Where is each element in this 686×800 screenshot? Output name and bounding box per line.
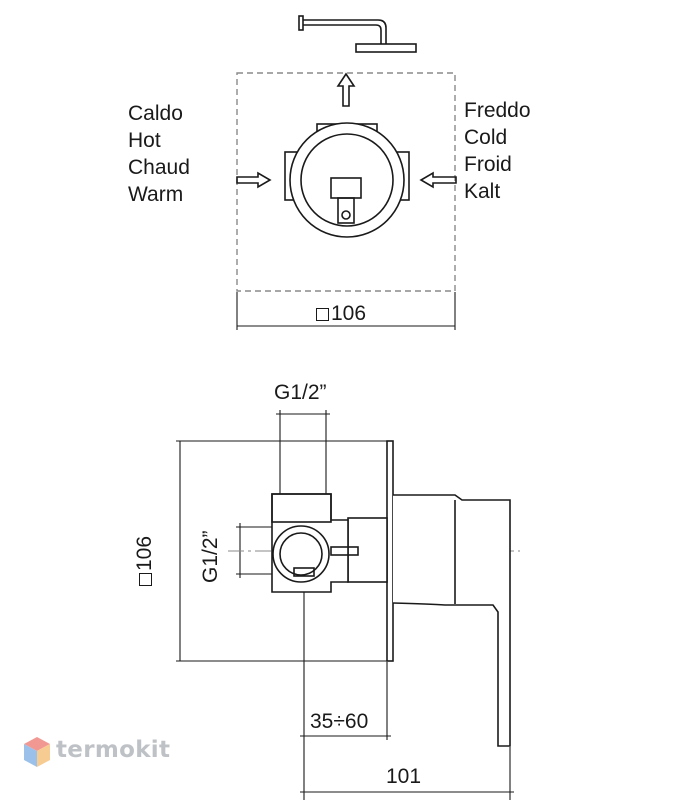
square-symbol-icon <box>139 573 152 586</box>
overall-depth-dimension <box>300 747 514 800</box>
hot-label-it: Caldo <box>128 102 183 125</box>
hot-label-fr: Chaud <box>128 156 190 179</box>
watermark-text: termokit <box>56 737 171 763</box>
cold-label-it: Freddo <box>464 99 531 122</box>
lever-handle <box>392 494 511 747</box>
side-thread-top-dimension <box>276 410 330 495</box>
front-width-label: 106 <box>316 302 366 326</box>
hot-label-de: Warm <box>128 183 184 206</box>
outlet-arrow-icon <box>336 72 356 107</box>
hot-side-label: Caldo Hot Chaud Warm <box>128 100 190 208</box>
shower-head-icon <box>298 15 417 53</box>
side-height-label: 106 <box>133 536 157 586</box>
wall-depth-label: 35÷60 <box>310 710 369 733</box>
side-thread-vertical-label: G1/2” <box>199 530 222 583</box>
cold-inlet-arrow-icon <box>419 171 457 189</box>
wall-depth-dimension <box>300 592 391 800</box>
watermark: termokit <box>22 737 170 763</box>
termokit-logo-icon <box>24 737 50 767</box>
front-width-dimension <box>236 292 456 330</box>
cold-side-label: Freddo Cold Froid Kalt <box>464 97 531 205</box>
hot-inlet-arrow-icon <box>236 171 272 189</box>
overall-depth-label: 101 <box>386 765 422 788</box>
side-height-dimension <box>176 440 388 662</box>
valve-body-front <box>284 122 410 238</box>
cold-label-fr: Froid <box>464 153 512 176</box>
valve-body-side <box>271 493 388 593</box>
hot-label-en: Hot <box>128 129 161 152</box>
cold-label-de: Kalt <box>464 180 501 203</box>
square-symbol-icon <box>316 308 329 321</box>
side-thread-top-label: G1/2” <box>274 381 327 404</box>
wall-plate <box>386 440 394 662</box>
cold-label-en: Cold <box>464 126 508 149</box>
